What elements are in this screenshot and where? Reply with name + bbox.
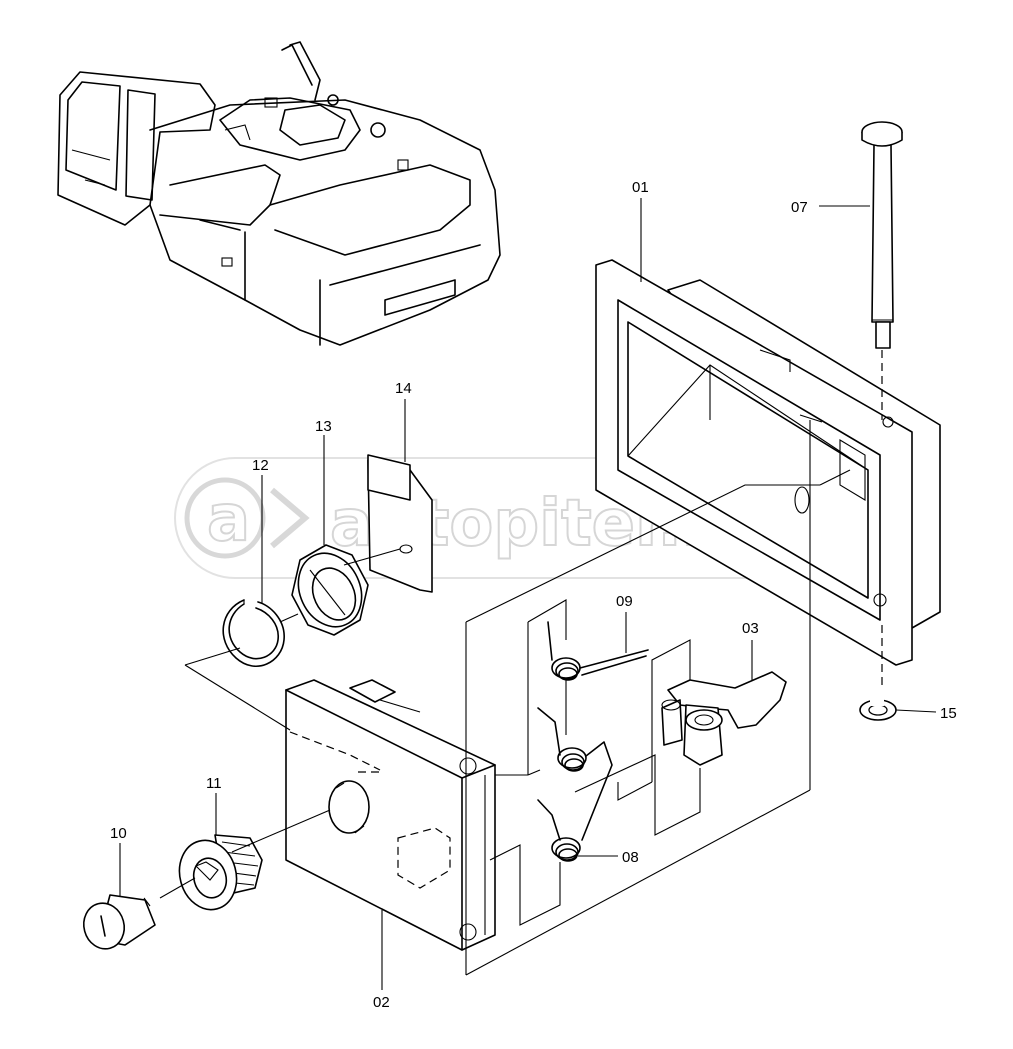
label-part-11: 11 bbox=[206, 775, 222, 792]
watermark-logo-letter: a bbox=[207, 482, 250, 556]
part-14-pad bbox=[367, 454, 433, 593]
label-part-03: 03 bbox=[742, 620, 759, 637]
part-01-housing bbox=[595, 259, 941, 666]
label-part-10: 10 bbox=[110, 825, 127, 842]
leader-lines bbox=[119, 198, 937, 990]
part-labels: 01 07 14 13 12 09 03 15 11 10 08 02 bbox=[110, 179, 957, 1011]
label-part-13: 13 bbox=[315, 418, 332, 435]
assembly-lines bbox=[159, 420, 851, 976]
part-03-lever bbox=[661, 671, 787, 766]
label-part-09: 09 bbox=[616, 593, 633, 610]
part-12-snap-ring bbox=[222, 599, 285, 668]
label-part-14: 14 bbox=[395, 380, 412, 397]
label-part-15: 15 bbox=[940, 705, 957, 722]
watermark-arrow-icon bbox=[270, 487, 310, 549]
part-13-nut bbox=[291, 544, 369, 636]
part-10-key-cylinder bbox=[82, 894, 156, 950]
part-07-pin bbox=[861, 121, 903, 420]
label-part-02: 02 bbox=[373, 994, 390, 1011]
part-09-spring bbox=[547, 621, 649, 681]
label-part-08: 08 bbox=[622, 849, 639, 866]
part-15-e-ring bbox=[859, 625, 897, 721]
watermark-logo-circle bbox=[184, 477, 266, 559]
part-08-springs bbox=[537, 707, 613, 862]
part-02-lock-body bbox=[285, 679, 496, 951]
label-part-01: 01 bbox=[632, 179, 649, 196]
excavator-location-view bbox=[57, 41, 501, 346]
label-part-12: 12 bbox=[252, 457, 269, 474]
part-11-cylinder-housing bbox=[178, 834, 263, 911]
label-part-07: 07 bbox=[791, 199, 808, 216]
